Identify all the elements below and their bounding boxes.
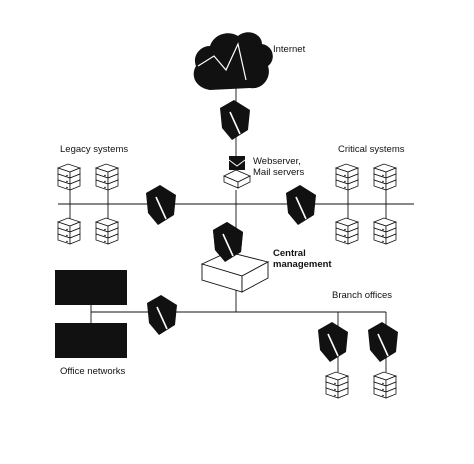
- firewall-icon: [145, 184, 177, 226]
- webserver-label-line1: Webserver,: [253, 156, 301, 167]
- critical-systems-label: Critical systems: [338, 144, 405, 155]
- server-stack-icon: [57, 217, 81, 245]
- mail-server-icon: [223, 156, 251, 189]
- server-stack-icon: [335, 163, 359, 191]
- central-management-label-line1: Central: [273, 248, 306, 259]
- management-box-icon: [200, 251, 270, 293]
- firewall-icon: [285, 184, 317, 226]
- network-panel-icon: [55, 270, 127, 305]
- network-panel-icon: [55, 323, 127, 358]
- server-stack-icon: [325, 371, 349, 399]
- server-stack-icon: [95, 217, 119, 245]
- firewall-icon: [146, 294, 178, 336]
- firewall-icon: [317, 321, 349, 363]
- legacy-systems-label: Legacy systems: [60, 144, 129, 155]
- firewall-icon: [367, 321, 399, 363]
- server-stack-icon: [57, 163, 81, 191]
- server-stack-icon: [373, 163, 397, 191]
- branch-offices-label: Branch offices: [332, 290, 393, 301]
- firewall-icon: [219, 99, 251, 141]
- server-stack-icon: [373, 371, 397, 399]
- cloud-icon: [193, 32, 273, 90]
- central-management-label-line2: management: [273, 259, 332, 270]
- server-stack-icon: [373, 217, 397, 245]
- server-stack-icon: [95, 163, 119, 191]
- connections: [58, 88, 414, 372]
- office-networks-label: Office networks: [60, 366, 126, 377]
- webserver-label-line2: Mail servers: [253, 167, 305, 178]
- internet-label: Internet: [273, 44, 306, 55]
- server-stack-icon: [335, 217, 359, 245]
